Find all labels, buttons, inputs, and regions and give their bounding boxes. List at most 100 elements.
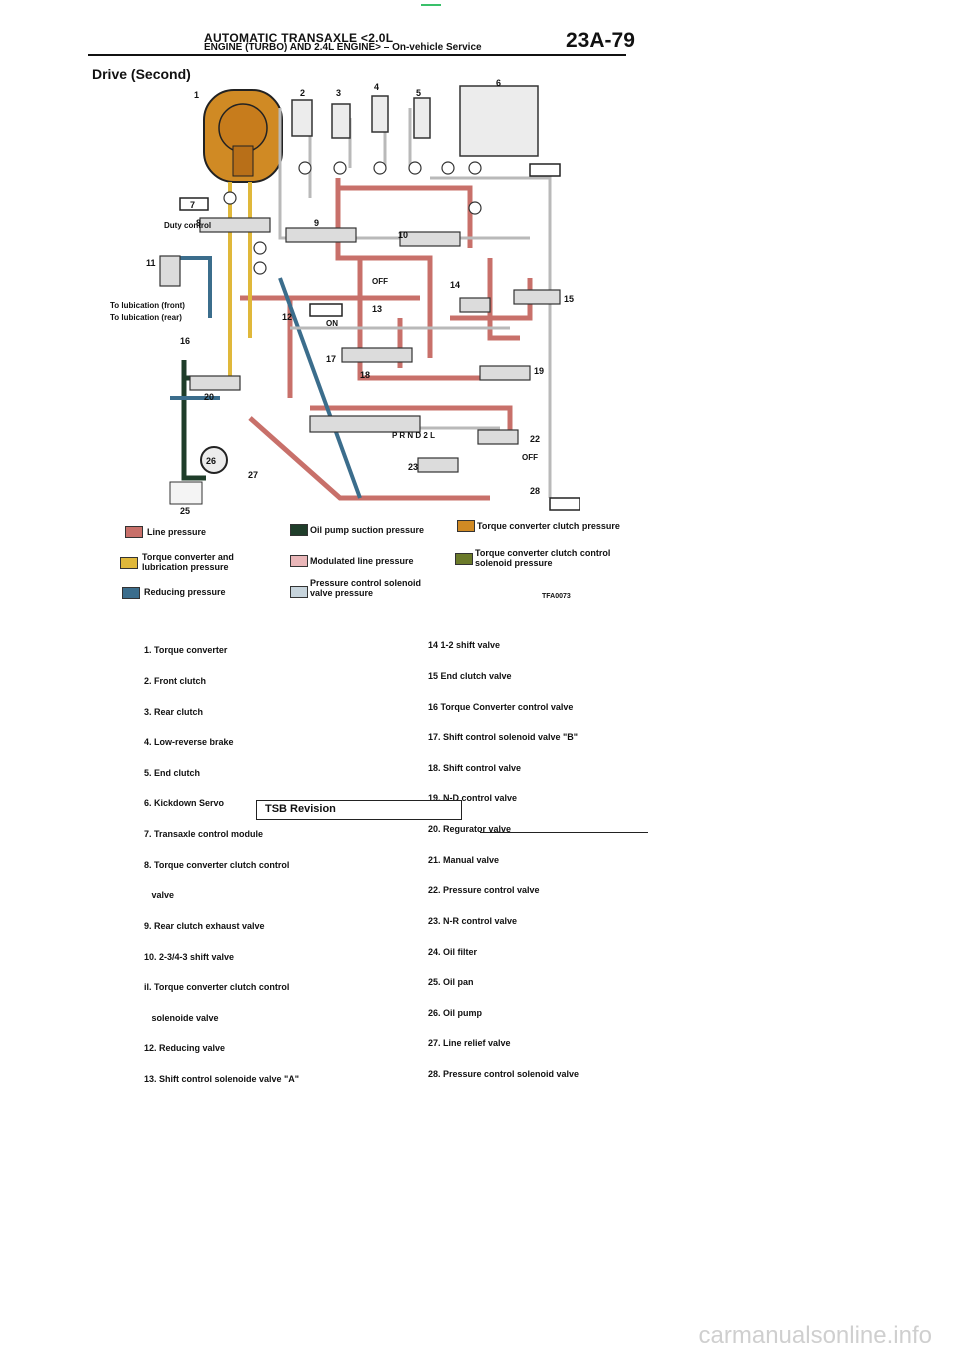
callout: 16 [180,336,190,346]
list-item: 19. N-D control valve [428,793,518,804]
list-item: 14 1-2 shift valve [428,640,501,651]
list-item: 18. Shift control valve [428,762,522,773]
diagram-callouts: 1 2 3 4 5 6 7 8 9 10 11 12 13 14 15 16 1… [146,78,574,516]
callout: 27 [248,470,258,480]
valve-bodies [159,217,561,473]
list-item: valve [144,890,175,901]
legend-label: Modulated line pressure [310,556,414,566]
callout: 3 [336,88,341,98]
legend-label: Torque converter clutch pressure [477,521,620,531]
list-item: 16 Torque Converter control valve [428,701,574,712]
list-item: 12. Reducing valve [144,1043,226,1054]
callout: 14 [450,280,460,290]
duty-control-label: Duty control [164,221,211,230]
figure-code: TFA0073 [542,593,571,600]
page-top-mark [421,4,441,6]
header-rule [88,54,626,56]
oil-pan [169,481,203,505]
callout: 12 [282,312,292,322]
callout: 1 [194,90,199,100]
callout: 6 [496,78,501,88]
legend-swatch [122,587,140,599]
legend-label: Reducing pressure [144,587,226,597]
list-item: 9. Rear clutch exhaust valve [144,920,265,931]
list-item: 8. Torque converter clutch control [144,859,290,870]
callout: 19 [534,366,544,376]
list-item: 25. Oil pan [428,977,474,988]
hydraulic-circuit-diagram: 1 2 3 4 5 6 7 8 9 10 11 12 13 14 15 16 1… [110,78,580,516]
legend-label: Pressure control solenoid valve pressure [310,578,422,598]
shift-position-label: P R N D 2 L [392,431,435,440]
list-item: il. Torque converter clutch control [144,982,290,993]
list-item: 5. End clutch [144,767,201,778]
legend-label: Torque converter clutch control solenoid… [475,548,611,568]
legend-swatch [455,553,473,565]
site-watermark: carmanualsonline.info [698,1322,932,1349]
legend-swatch [125,526,143,538]
lub-front-label: To lubication (front) [110,301,185,310]
callout: 23 [408,462,418,472]
list-item: 24. Oil filter [428,946,478,957]
oil-pump [200,446,228,474]
off-label: OFF [522,453,538,462]
tsb-revision-label: TSB Revision [265,803,336,815]
callout: 26 [206,456,216,466]
callout: 4 [374,82,379,92]
page-number: 23A-79 [566,29,635,52]
legend-swatch [290,524,308,536]
list-item: 20. Regurator valve [428,824,512,835]
legend-swatch [120,557,138,569]
callout: 20 [204,392,214,402]
callout: 2 [300,88,305,98]
callout: 5 [416,88,421,98]
callout: 28 [530,486,540,496]
callout: 7 [190,200,195,210]
callout: 15 [564,294,574,304]
legend-swatch [457,520,475,532]
callout: 17 [326,354,336,364]
reducing-pipes [170,256,362,499]
pressure-gauges [223,161,482,275]
list-item: 2. Front clutch [144,676,207,687]
list-item: 7. Transaxle control module [144,829,264,840]
legend-swatch [290,555,308,567]
header-title-line2: ENGINE (TURBO) AND 2.4L ENGINE> – On-veh… [204,42,482,53]
parts-list-left: 1. Torque converter 2. Front clutch 3. R… [144,625,299,1094]
list-item: solenoide valve [144,1012,219,1023]
tsb-revision-box: TSB Revision [256,800,462,820]
list-item: 23. N-R control valve [428,915,518,926]
legend-label: Line pressure [147,527,207,537]
line-pressure-pipes [240,178,533,501]
list-item: 28. Pressure control solenoid valve [428,1068,580,1079]
list-item: 6. Kickdown Servo [144,798,225,809]
legend-label: Oil pump suction pressure [310,525,425,535]
callout: 22 [530,434,540,444]
clutch-blocks [291,85,539,157]
callout: 18 [360,370,370,380]
callout: 13 [372,304,382,314]
callout: 9 [314,218,319,228]
section-title: Drive (Second) [92,66,191,82]
parts-list-right: 14 1-2 shift valve 15 End clutch valve 1… [428,620,579,1089]
list-item: 21. Manual valve [428,854,500,865]
list-item: 27. Line relief valve [428,1038,511,1049]
legend-label: Torque converter and lubrication pressur… [142,552,234,572]
list-item: 15 End clutch valve [428,671,512,682]
diagram-labels: Duty control To lubication (front) To lu… [110,221,538,462]
callout: 11 [146,258,156,268]
list-item: 22. Pressure control valve [428,885,540,896]
callout: 25 [180,506,190,516]
off-label: OFF [372,277,388,286]
list-item: 3. Rear clutch [144,706,204,717]
callout: 8 [196,218,201,228]
list-item: 1. Torque converter [144,645,228,656]
list-item: 13. Shift control solenoide valve "A" [144,1073,300,1084]
tcm-boxes [179,163,580,511]
header-title-line1: AUTOMATIC TRANSAXLE <2.0L [204,31,394,45]
lub-rear-label: To lubication (rear) [110,313,182,322]
list-item: 4. Low-reverse brake [144,737,234,748]
lubrication-pipes [206,182,252,380]
list-item: 17. Shift control solenoid valve "B" [428,732,579,743]
list-item: 10. 2-3/4-3 shift valve [144,951,235,962]
footer-rule [480,832,648,833]
